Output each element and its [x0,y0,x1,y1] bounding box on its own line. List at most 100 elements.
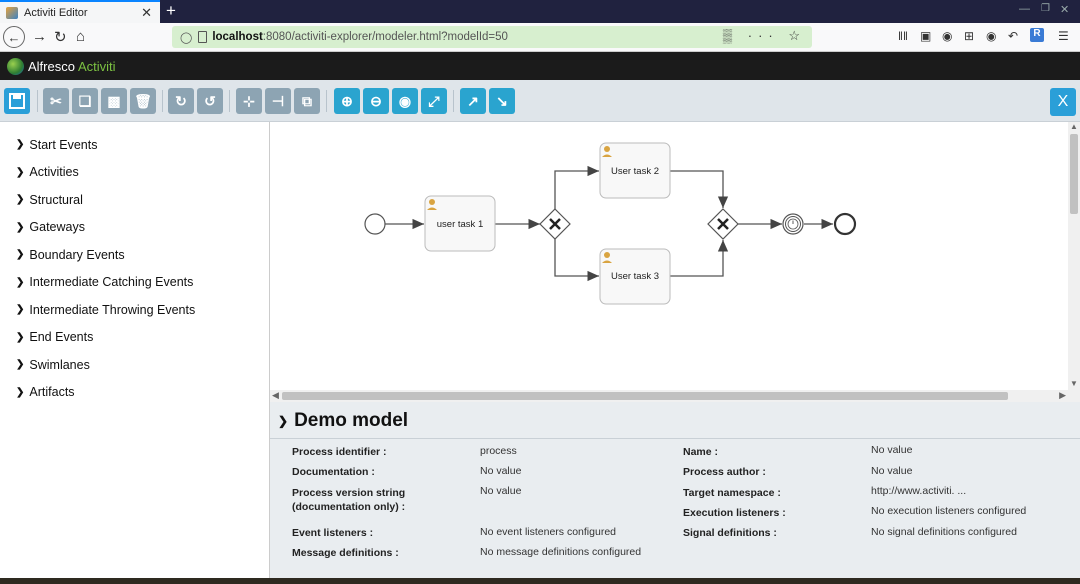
diagram-canvas[interactable]: user task 1 User task 2 User task 3 [270,122,1070,390]
sequence-flow-task2-join[interactable] [670,170,729,208]
sequence-flow-split-task2[interactable] [554,165,599,209]
intermediate-timer-event[interactable] [782,213,804,235]
palette-group-intermediate-catching-events[interactable]: ❯Intermediate Catching Events [0,269,269,297]
same-size-button[interactable]: ⧉ [294,88,320,114]
url-actions[interactable]: ▒ ··· ☆ [722,28,806,43]
chat-icon[interactable]: ◉ [986,29,997,43]
sequence-flow-task3-join[interactable] [670,240,729,277]
canvas-vertical-scrollbar[interactable]: ▲ ▼ [1068,122,1080,390]
zoom-in-button[interactable]: ⊕ [334,88,360,114]
palette-group-swimlanes[interactable]: ❯Swimlanes [0,351,269,379]
account-icon[interactable]: ◉ [942,29,953,43]
property-value[interactable]: http://www.activiti. ... [871,485,967,497]
exclusive-gateway-split[interactable] [539,208,571,240]
menu-icon[interactable]: ☰ [1058,29,1069,43]
redo-button[interactable]: ↻ [168,88,194,114]
browser-tab[interactable]: Activiti Editor ✕ [0,0,160,23]
scroll-left-icon[interactable]: ◀ [272,390,279,400]
scroll-thumb[interactable] [1070,134,1078,214]
back-arrow-icon[interactable]: ← [3,26,25,48]
window-close-icon[interactable]: ✕ [1060,4,1070,16]
extension-r-icon[interactable]: R [1030,28,1044,42]
cut-button[interactable]: ✂ [43,88,69,114]
chevron-right-icon: ❯ [16,359,25,371]
undo-arrow-icon[interactable]: ↶ [1008,29,1019,43]
palette-group-structural[interactable]: ❯Structural [0,186,269,214]
palette-group-label: Boundary Events [29,247,125,262]
palette-group-label: Intermediate Throwing Events [29,302,196,317]
palette-group-intermediate-throwing-events[interactable]: ❯Intermediate Throwing Events [0,296,269,324]
scroll-thumb[interactable] [282,392,1008,400]
library-icon[interactable]: ‖‖ [898,29,908,43]
remove-bendpoint-icon: ↘ [496,92,508,109]
reload-icon[interactable]: ↻ [54,29,67,46]
property-label: Process identifier : [292,446,387,458]
start-event[interactable] [364,213,386,235]
properties-header[interactable]: ❯ Demo model [278,410,408,432]
property-value[interactable]: No value [871,444,913,456]
palette-group-label: Artifacts [29,385,75,400]
copy-button[interactable]: ❏ [72,88,98,114]
paste-icon: ▩ [107,92,121,109]
new-tab-button[interactable]: + [166,1,176,20]
align-horizontal-button[interactable]: ⊣ [265,88,291,114]
property-value[interactable]: No value [480,465,522,477]
add-bendpoint-button[interactable]: ↗ [460,88,486,114]
close-editor-button[interactable]: X [1050,88,1076,116]
scroll-down-icon[interactable]: ▼ [1070,379,1078,388]
property-value[interactable]: process [480,445,517,457]
property-value[interactable]: No value [480,485,522,497]
chevron-right-icon: ❯ [16,331,25,343]
palette-group-boundary-events[interactable]: ❯Boundary Events [0,241,269,269]
property-value[interactable]: No event listeners configured [480,526,616,538]
zoom-in-icon: ⊕ [341,92,353,109]
save-button[interactable] [4,88,30,114]
property-label: Process version string (documentation on… [292,487,406,513]
restore-icon[interactable]: ❐ [1041,3,1050,14]
delete-button[interactable]: 🗑 [130,88,156,114]
canvas-horizontal-scrollbar[interactable]: ◀ ▶ [270,390,1068,402]
paste-button[interactable]: ▩ [101,88,127,114]
exclusive-gateway-join[interactable] [707,208,739,240]
palette-group-artifacts[interactable]: ❯Artifacts [0,379,269,407]
close-tab-icon[interactable]: ✕ [141,5,152,20]
remove-bendpoint-button[interactable]: ↘ [489,88,515,114]
page-info-icon[interactable] [198,31,208,43]
scroll-right-icon[interactable]: ▶ [1059,390,1066,400]
sequence-flow-split-task3[interactable] [554,239,599,282]
property-value[interactable]: No message definitions configured [480,546,642,558]
undo-button[interactable]: ↺ [197,88,223,114]
palette-group-label: Activities [29,165,79,180]
task-label: User task 2 [611,166,659,177]
property-value[interactable]: No value [871,465,913,477]
property-label: Target namespace : [683,487,781,499]
reader-view-icon[interactable]: ▣ [920,29,932,43]
scroll-up-icon[interactable]: ▲ [1070,122,1078,131]
palette-group-label: End Events [29,330,94,345]
forward-arrow-icon[interactable]: → [32,28,47,45]
home-icon[interactable]: ⌂ [76,28,86,45]
editor-toolbar: ✂ ❏ ▩ 🗑 ↻ ↺ ⊹ ⊣ ⧉ ⊕ ⊖ ◉ ⤢ ↗ ↘ X [0,80,1080,122]
property-value[interactable]: No signal definitions configured [871,526,1017,538]
palette-group-start-events[interactable]: ❯Start Events [0,131,269,159]
user-task-2[interactable]: User task 2 [599,142,671,199]
user-task-1[interactable]: user task 1 [424,195,496,252]
zoom-fit-button[interactable]: ⤢ [421,88,447,114]
zoom-out-button[interactable]: ⊖ [363,88,389,114]
redo-icon: ↻ [175,92,187,109]
palette-group-gateways[interactable]: ❯Gateways [0,214,269,242]
end-event[interactable] [833,212,857,236]
user-task-3[interactable]: User task 3 [599,248,671,305]
chevron-right-icon: ❯ [16,166,25,178]
property-label: Documentation : [292,466,375,478]
align-vertical-button[interactable]: ⊹ [236,88,262,114]
palette-group-activities[interactable]: ❯ Activities [0,159,269,187]
property-label: Message definitions : [292,547,399,559]
zoom-actual-button[interactable]: ◉ [392,88,418,114]
chevron-down-icon: ❯ [278,414,289,428]
url-bar[interactable]: ◯ localhost :8080/activiti-explorer/mode… [172,26,812,48]
minimize-icon[interactable]: — [1019,3,1030,15]
property-value[interactable]: No execution listeners configured [871,505,1027,517]
screenshot-icon[interactable]: ⊞ [964,29,975,43]
palette-group-end-events[interactable]: ❯ End Events [0,324,269,352]
